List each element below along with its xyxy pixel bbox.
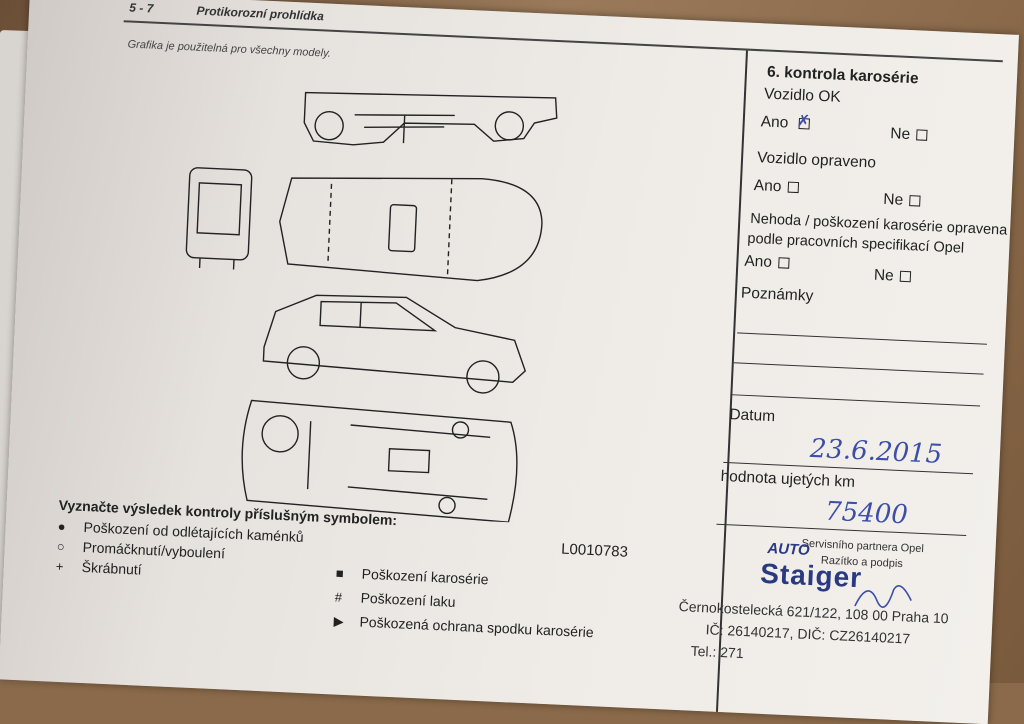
q1-no-checkbox[interactable] <box>915 129 928 142</box>
q3-no[interactable]: Ne <box>874 267 912 287</box>
mileage-value[interactable]: 75400 <box>824 496 909 531</box>
legend-label: Poškození karosérie <box>361 565 489 588</box>
car-view-rear <box>185 167 253 270</box>
q2-no-checkbox[interactable] <box>908 195 921 207</box>
car-view-underbody <box>241 399 518 523</box>
car-view-top-side <box>303 91 558 146</box>
stamp-brand: Staiger <box>759 557 863 594</box>
stamp-ids: IČ: 26140217, DIČ: CZ26140217 <box>705 621 911 647</box>
question-vehicle-ok: Vozidlo OK <box>763 85 842 106</box>
q1-no[interactable]: Ne <box>890 125 928 145</box>
page-header: 5 - 7 Protikorozní prohlídka <box>129 1 324 24</box>
legend-label: Poškozená ochrana spodku karosérie <box>359 613 594 641</box>
date-value[interactable]: 23.6.2015 <box>809 433 943 470</box>
partner-label: Servisního partnera Opel <box>801 537 925 556</box>
car-diagram <box>185 91 558 523</box>
stamp-brand-top: AUTO <box>767 540 810 559</box>
page-title: Protikorozní prohlídka <box>196 3 325 24</box>
signature <box>854 585 912 608</box>
notes-line-2[interactable] <box>733 362 984 376</box>
q3-yes-checkbox[interactable] <box>777 257 790 270</box>
legend-item-body-damage: ■ Poškození karosérie <box>336 564 489 587</box>
notes-line-1[interactable] <box>737 332 987 346</box>
legend-item-underbody-damage: ▶ Poškozená ochrana spodku karosérie <box>333 612 594 641</box>
plus-icon: + <box>55 558 64 575</box>
column-divider <box>715 50 748 720</box>
filled-square-icon: ■ <box>335 565 345 581</box>
q3-no-checkbox[interactable] <box>899 271 911 283</box>
notes-label: Poznámky <box>740 284 814 305</box>
subtitle: Grafika je použitelná pro všechny modely… <box>127 38 332 60</box>
q1-yes[interactable]: Ano ✗ <box>760 113 811 132</box>
hollow-circle-icon: ○ <box>56 538 65 555</box>
stamp-tel: Tel.: 271 <box>690 642 744 662</box>
form-title: 6. kontrola karosérie <box>766 63 919 88</box>
legend-item-scratch: + Škrábnutí <box>56 558 142 578</box>
legend-label: Poškození laku <box>360 589 456 610</box>
filled-dot-icon: ● <box>57 518 66 535</box>
legend-item-dent: ○ Promáčknutí/vyboulení <box>56 538 225 562</box>
figure-code: L0010783 <box>560 540 629 561</box>
notes-line-3[interactable] <box>730 394 981 407</box>
q1-yes-checkbox[interactable]: ✗ <box>796 113 810 131</box>
q2-no[interactable]: Ne <box>883 191 921 211</box>
triangle-right-icon: ▶ <box>333 613 345 629</box>
checkmark-icon: ✗ <box>796 113 811 131</box>
legend-label: Škrábnutí <box>81 558 143 578</box>
q2-yes-checkbox[interactable] <box>787 181 799 194</box>
legend-item-paint-damage: # Poškození laku <box>334 588 455 609</box>
mileage-label: hodnota ujetých km <box>720 467 856 491</box>
date-label: Datum <box>729 406 776 426</box>
page-number: 5 - 7 <box>128 0 154 16</box>
car-view-plan <box>279 177 543 282</box>
q3-yes[interactable]: Ano <box>744 253 790 273</box>
q2-yes[interactable]: Ano <box>753 177 799 197</box>
car-view-side <box>262 294 527 394</box>
hash-icon: # <box>334 589 343 605</box>
legend-label: Promáčknutí/vyboulení <box>82 538 226 562</box>
question-vehicle-repaired: Vozidlo opraveno <box>756 149 877 172</box>
